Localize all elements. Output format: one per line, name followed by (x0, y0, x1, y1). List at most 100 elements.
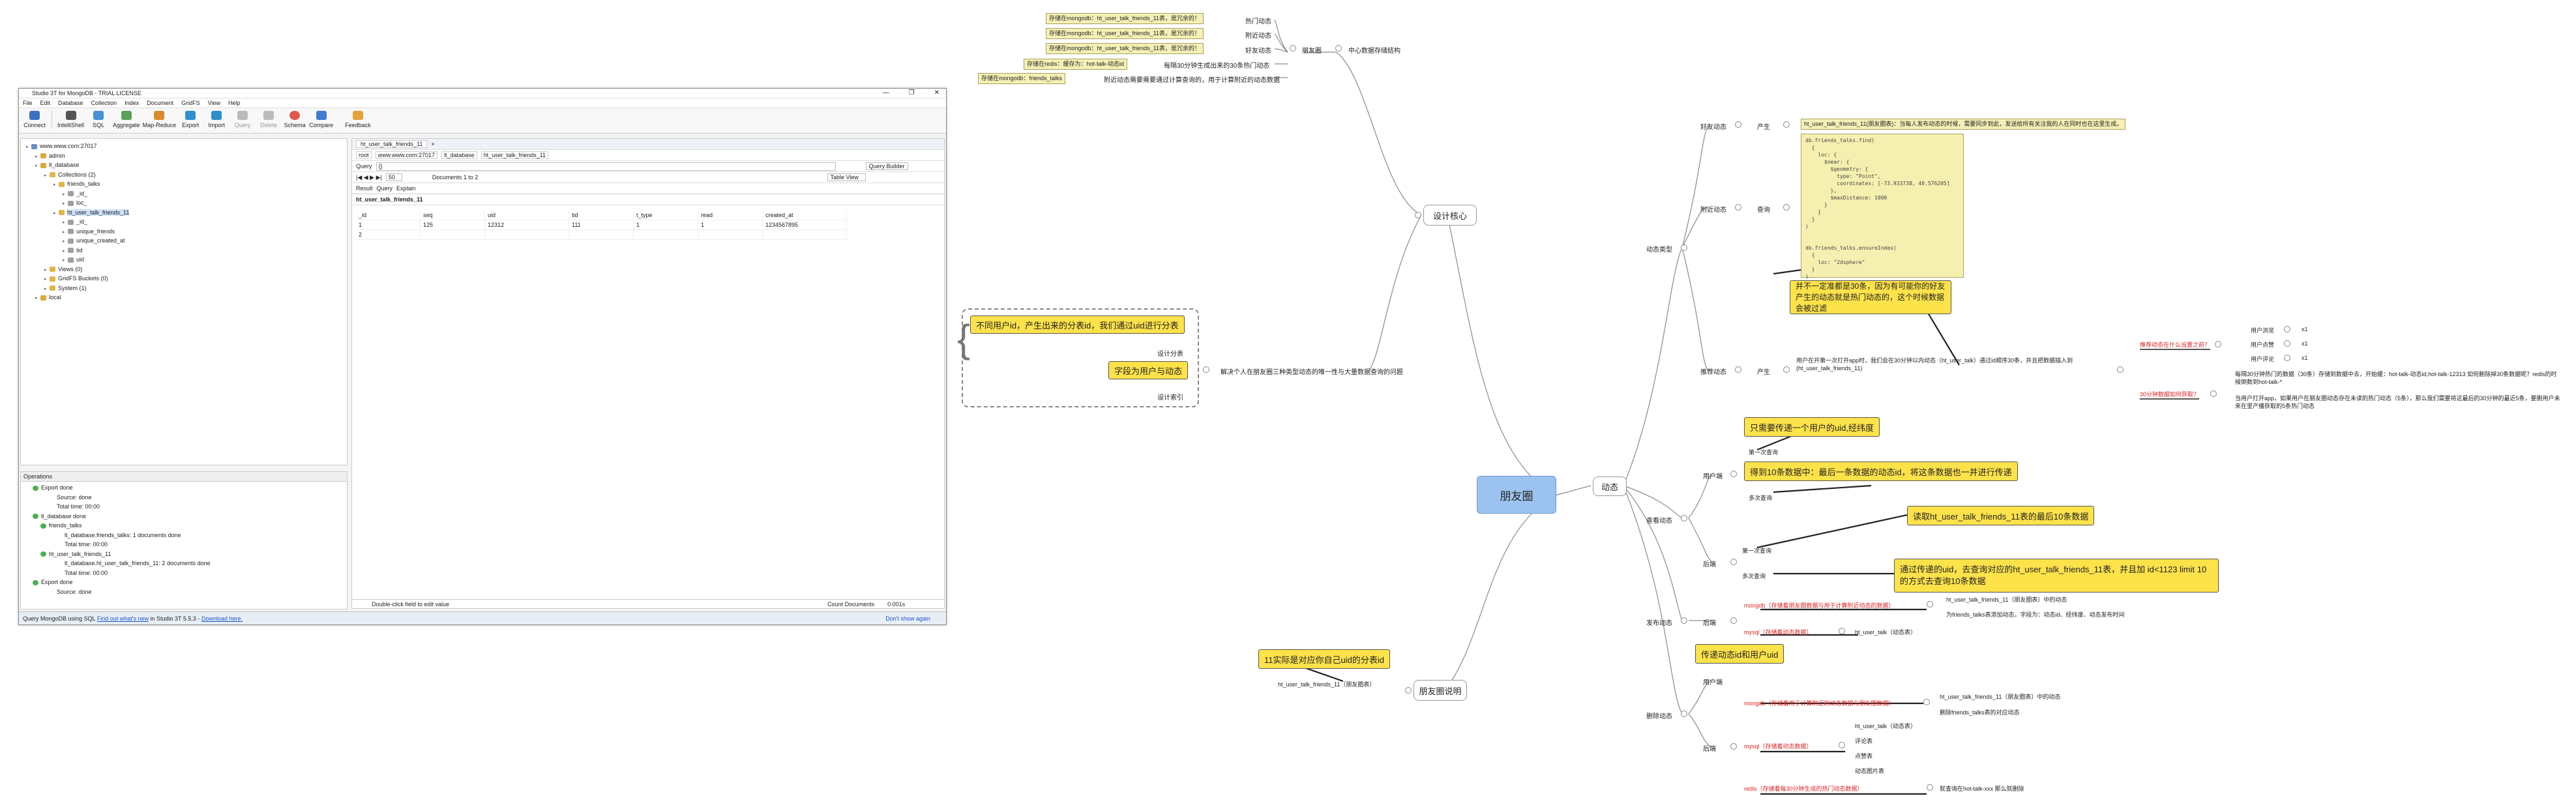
menu-file[interactable]: File (23, 100, 33, 106)
query-input[interactable]: {} (376, 162, 836, 171)
page-size-select[interactable]: 50 (385, 173, 402, 181)
expand-chevron-icon[interactable]: ▸ (63, 201, 65, 206)
breadcrumb-root[interactable]: root (356, 151, 372, 159)
expand-chevron-icon[interactable]: ▸ (63, 229, 65, 235)
menu-view[interactable]: View (207, 100, 221, 106)
menu-gridfs[interactable]: GridFS (181, 100, 200, 106)
expand-chevron-icon[interactable]: ▸ (63, 220, 65, 225)
column-header[interactable]: tid (569, 211, 634, 220)
node-circle[interactable] (1730, 617, 1737, 624)
node-circle[interactable] (1735, 204, 1741, 211)
count-documents-button[interactable]: Count Documents (827, 601, 875, 608)
tree-item[interactable]: ▸friends_talks (21, 179, 347, 189)
expand-chevron-icon[interactable]: ▸ (35, 164, 38, 168)
design-core-node[interactable]: 设计核心 (1423, 205, 1477, 226)
node-circle[interactable] (1735, 121, 1741, 128)
export-button[interactable]: Export (179, 111, 202, 133)
tab-result[interactable]: Result (356, 185, 373, 192)
tree-item[interactable]: ▸ht_user_talk_friends_11 (21, 208, 347, 218)
schema-button[interactable]: Schema (283, 111, 306, 133)
table-cell[interactable]: 125 (420, 220, 485, 230)
tree-item[interactable]: ▸unique_created_at (21, 236, 347, 246)
maximize-button[interactable]: ❐ (908, 89, 915, 96)
table-cell[interactable]: 12312 (484, 220, 569, 230)
node-circle[interactable] (1839, 742, 1845, 748)
table-cell[interactable]: 1234567895 (762, 220, 847, 230)
table-cell[interactable]: 2 (356, 229, 421, 240)
node-circle[interactable] (1783, 366, 1790, 373)
table-cell[interactable] (569, 229, 634, 240)
tree-item[interactable]: ▸tid (21, 246, 347, 256)
node-circle[interactable] (1730, 743, 1737, 750)
menu-help[interactable]: Help (228, 100, 241, 106)
tree-item[interactable]: ▸_id_ (21, 189, 347, 199)
node-circle[interactable] (1681, 711, 1687, 717)
query-builder-button[interactable]: Query Builder (865, 162, 908, 170)
table-cell[interactable] (484, 229, 569, 240)
sql-button[interactable]: SQL (87, 111, 110, 133)
tab-explain[interactable]: Explain (396, 185, 416, 192)
menu-collection[interactable]: Collection (91, 100, 117, 106)
table-cell[interactable] (420, 229, 485, 240)
expand-chevron-icon[interactable]: ▸ (44, 277, 47, 282)
table-cell[interactable] (698, 229, 763, 240)
table-cell[interactable]: 111 (569, 220, 634, 230)
node-circle[interactable] (2210, 390, 2217, 397)
node-circle[interactable] (1415, 212, 1421, 218)
compare-button[interactable]: Compare (309, 111, 333, 133)
breadcrumb-server[interactable]: www.www.com:27017 (375, 151, 438, 159)
aggregate-button[interactable]: Aggregate (113, 111, 140, 133)
close-button[interactable]: ✕ (934, 89, 940, 96)
node-circle[interactable] (1681, 617, 1687, 624)
tab-collection[interactable]: ht_user_talk_friends_11 (356, 140, 428, 148)
node-circle[interactable] (1681, 244, 1687, 251)
tree-item[interactable]: ▸loc_ (21, 198, 347, 208)
node-circle[interactable] (1923, 699, 1930, 705)
node-circle[interactable] (1839, 628, 1845, 634)
dynamic-node[interactable]: 动态 (1593, 477, 1627, 496)
delete-button[interactable]: Delete (257, 111, 280, 133)
tree-item[interactable]: ▸local (21, 293, 347, 302)
node-circle[interactable] (1783, 204, 1790, 211)
node-circle[interactable] (1783, 121, 1790, 128)
node-circle[interactable] (1730, 559, 1737, 565)
node-circle[interactable] (1927, 601, 1933, 608)
tree-item[interactable]: ▸Views (0) (21, 265, 347, 274)
view-select[interactable]: Table View (827, 173, 866, 181)
tab-query[interactable]: Query (376, 185, 393, 192)
table-cell[interactable] (633, 229, 698, 240)
menu-index[interactable]: Index (125, 100, 140, 106)
node-circle[interactable] (2284, 355, 2290, 361)
paging-arrows[interactable]: |◀ ◀ ▶ ▶| (356, 173, 382, 181)
node-circle[interactable] (2215, 341, 2221, 347)
whats-new-link[interactable]: Find out what's new (96, 615, 149, 622)
node-circle[interactable] (2284, 326, 2290, 332)
column-header[interactable]: seq (420, 211, 485, 220)
root-node[interactable]: 朋友圈 (1477, 476, 1556, 514)
menu-document[interactable]: Document (147, 100, 174, 106)
node-circle[interactable] (1405, 687, 1412, 694)
expand-chevron-icon[interactable]: ▸ (44, 173, 47, 178)
dont-show-link[interactable]: Don't show again (885, 615, 930, 622)
table-row[interactable]: 2 (356, 229, 847, 240)
note-node[interactable]: 朋友圈说明 (1414, 680, 1467, 701)
expand-chevron-icon[interactable]: ▸ (44, 286, 47, 291)
breadcrumb-db[interactable]: lt_database (441, 151, 477, 159)
node-circle[interactable] (1335, 45, 1342, 51)
query-button[interactable]: Query (231, 111, 254, 133)
expand-chevron-icon[interactable]: ▸ (35, 154, 38, 159)
column-header[interactable]: created_at (762, 211, 847, 220)
import-button[interactable]: Import (205, 111, 228, 133)
expand-chevron-icon[interactable]: ▸ (26, 145, 29, 149)
expand-chevron-icon[interactable]: ▸ (44, 267, 47, 272)
expand-chevron-icon[interactable]: ▸ (35, 296, 38, 301)
intellishell-button[interactable]: IntelliShell (57, 111, 84, 133)
tree-item[interactable]: ▸System (1) (21, 284, 347, 293)
minimize-button[interactable]: — (882, 89, 889, 96)
node-circle[interactable] (1927, 784, 1933, 791)
expand-chevron-icon[interactable]: ▸ (63, 192, 65, 197)
connect-button[interactable]: Connect (23, 111, 46, 133)
expand-chevron-icon[interactable]: ▸ (63, 248, 65, 254)
breadcrumb-collection[interactable]: ht_user_talk_friends_11 (481, 151, 549, 159)
column-header[interactable]: uid (484, 211, 569, 220)
